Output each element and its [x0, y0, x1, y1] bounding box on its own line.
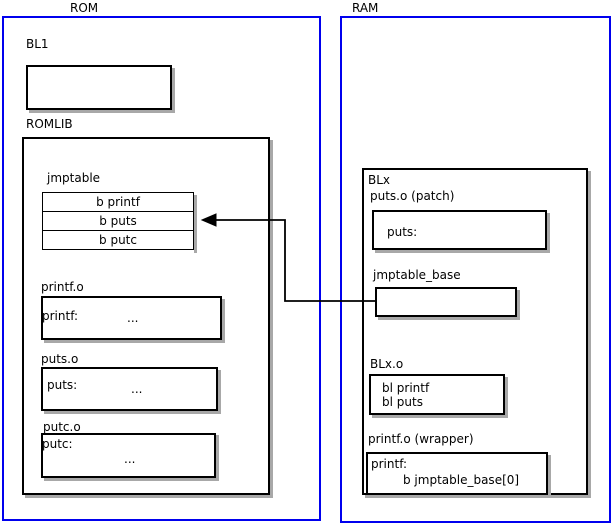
printf-o-label: printf.o: [41, 280, 84, 294]
puts-o-box: [41, 367, 218, 411]
jmptable-entry-putc: b putc: [42, 230, 194, 250]
putc-o-box: [41, 433, 216, 478]
jmptable-base-label: jmptable_base: [373, 268, 461, 282]
printf-wrapper-label: printf.o (wrapper): [368, 432, 474, 446]
blx-o-line-bl-puts: bl puts: [382, 395, 423, 409]
printf-o-symbol: printf:: [42, 309, 79, 323]
printf-wrapper-box: [366, 452, 548, 495]
printf-o-box-shadow: [222, 299, 225, 343]
puts-patch-label: puts.o (patch): [370, 189, 455, 203]
jmptable-base-box-shadow: [517, 290, 520, 320]
jmptable-base-box-shadow-bottom: [378, 317, 520, 320]
putc-o-body: ...: [124, 452, 136, 466]
jmptable-base-box: [375, 287, 517, 317]
romlib-label: ROMLIB: [26, 117, 73, 131]
blx-o-label: BLx.o: [370, 357, 404, 371]
putc-o-box-shadow-bottom: [44, 478, 219, 481]
puts-o-box-shadow-bottom: [44, 411, 221, 414]
puts-o-symbol: puts:: [47, 378, 78, 392]
printf-wrapper-box-shadow: [548, 455, 551, 498]
rom-region-label: ROM: [70, 1, 99, 15]
putc-o-box-shadow: [216, 435, 219, 481]
jmptable-entry-printf: b printf: [42, 192, 194, 212]
jmptable-label: jmptable: [47, 171, 101, 185]
blx-o-box: [369, 374, 505, 415]
printf-wrapper-box-shadow-bottom: [369, 495, 551, 498]
printf-o-box-shadow-bottom: [44, 340, 225, 343]
jmptable-entry-puts-shadow: [194, 214, 197, 234]
printf-wrapper-symbol: printf:: [371, 457, 408, 471]
ram-region-label: RAM: [352, 1, 379, 15]
puts-o-body: ...: [131, 382, 143, 396]
putc-o-symbol: putc:: [42, 437, 73, 451]
puts-patch-box-shadow: [547, 213, 550, 253]
puts-o-label: puts.o: [41, 352, 79, 366]
blx-o-line-bl-printf: bl printf: [382, 381, 430, 395]
blx-o-box-shadow-bottom: [372, 415, 508, 418]
printf-o-body: ...: [127, 311, 139, 325]
putc-o-label: putc.o: [43, 420, 81, 434]
blx-label: BLx: [368, 173, 391, 187]
bl1-label: BL1: [26, 37, 49, 51]
blx-o-box-shadow: [505, 377, 508, 418]
puts-patch-symbol: puts:: [387, 225, 418, 239]
bl1-box-shadow: [172, 68, 175, 113]
romlib-box-shadow-bottom: [25, 495, 273, 498]
puts-o-box-shadow: [218, 370, 221, 414]
bl1-box-shadow-bottom: [29, 110, 175, 113]
printf-o-box: [41, 296, 222, 340]
bl1-box: [26, 65, 172, 110]
romlib-box-shadow: [270, 140, 273, 498]
jmptable-entry-putc-shadow: [194, 233, 197, 253]
blx-box-shadow: [588, 171, 591, 498]
jmptable-entry-printf-shadow: [194, 195, 197, 215]
jmptable-entry-puts: b puts: [42, 211, 194, 231]
printf-wrapper-instruction: b jmptable_base[0]: [403, 473, 520, 487]
puts-patch-box-shadow-bottom: [375, 250, 550, 253]
